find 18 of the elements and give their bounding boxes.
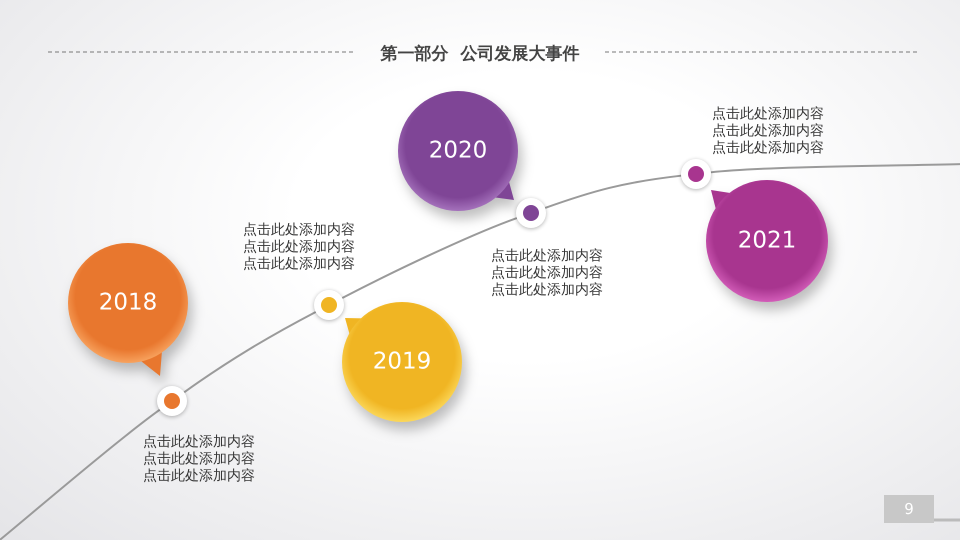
year-text: 2018: [98, 292, 158, 314]
description-text: 点击此处添加内容点击此处添加内容点击此处添加内容: [243, 222, 356, 273]
year-text: 2019: [372, 350, 432, 374]
timeline-curve: [0, 408, 160, 540]
description-text: 点击此处添加内容点击此处添加内容点击此处添加内容: [143, 434, 256, 485]
timeline-curve: [184, 311, 316, 394]
speech-bubble: [68, 243, 188, 376]
description-text: 点击此处添加内容点击此处添加内容点击此处添加内容: [491, 248, 604, 299]
speech-bubble: [398, 91, 518, 211]
timeline-curve: [710, 163, 960, 174]
year-text: 2020: [428, 140, 488, 162]
speech-bubble: [342, 302, 462, 422]
year-text: 2021: [738, 230, 796, 252]
timeline-curve: [342, 217, 518, 299]
title: 第一部分 公司发展大事件: [380, 43, 580, 66]
description-text: 点击此处添加内容点击此处添加内容点击此处添加内容: [712, 106, 825, 157]
speech-bubble: [706, 180, 828, 302]
timeline-curve: [544, 174, 682, 209]
